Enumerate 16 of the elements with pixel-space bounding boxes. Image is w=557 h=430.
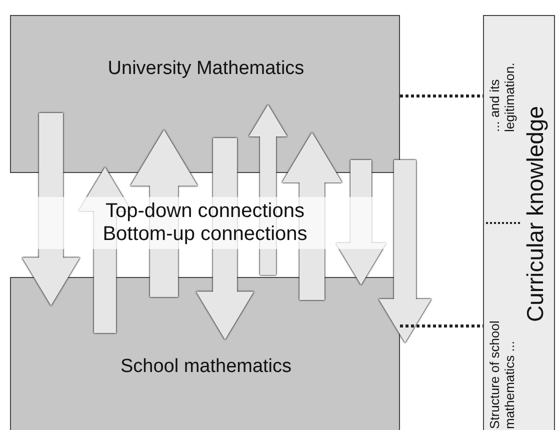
panel-note: ... and its legitimation.: [488, 62, 518, 132]
dotted-connector: [400, 94, 483, 98]
box-title: University Mathematics: [106, 58, 306, 80]
band-text: Bottom-up connections: [102, 223, 308, 246]
block-arrow: [282, 132, 342, 300]
block-arrow: [378, 160, 432, 343]
domain-box: [10, 15, 400, 173]
domain-box: [10, 277, 400, 430]
side-panel: [483, 15, 555, 430]
panel-note: Structure of school mathematics ...: [488, 320, 518, 429]
dotted-connector: [400, 324, 483, 328]
panel-title: Curricular knowledge: [522, 106, 548, 322]
band-text: Top-down connections: [104, 200, 306, 223]
block-arrow: [22, 113, 80, 306]
block-arrow: [248, 104, 288, 275]
box-title: School mathematics: [119, 356, 293, 378]
